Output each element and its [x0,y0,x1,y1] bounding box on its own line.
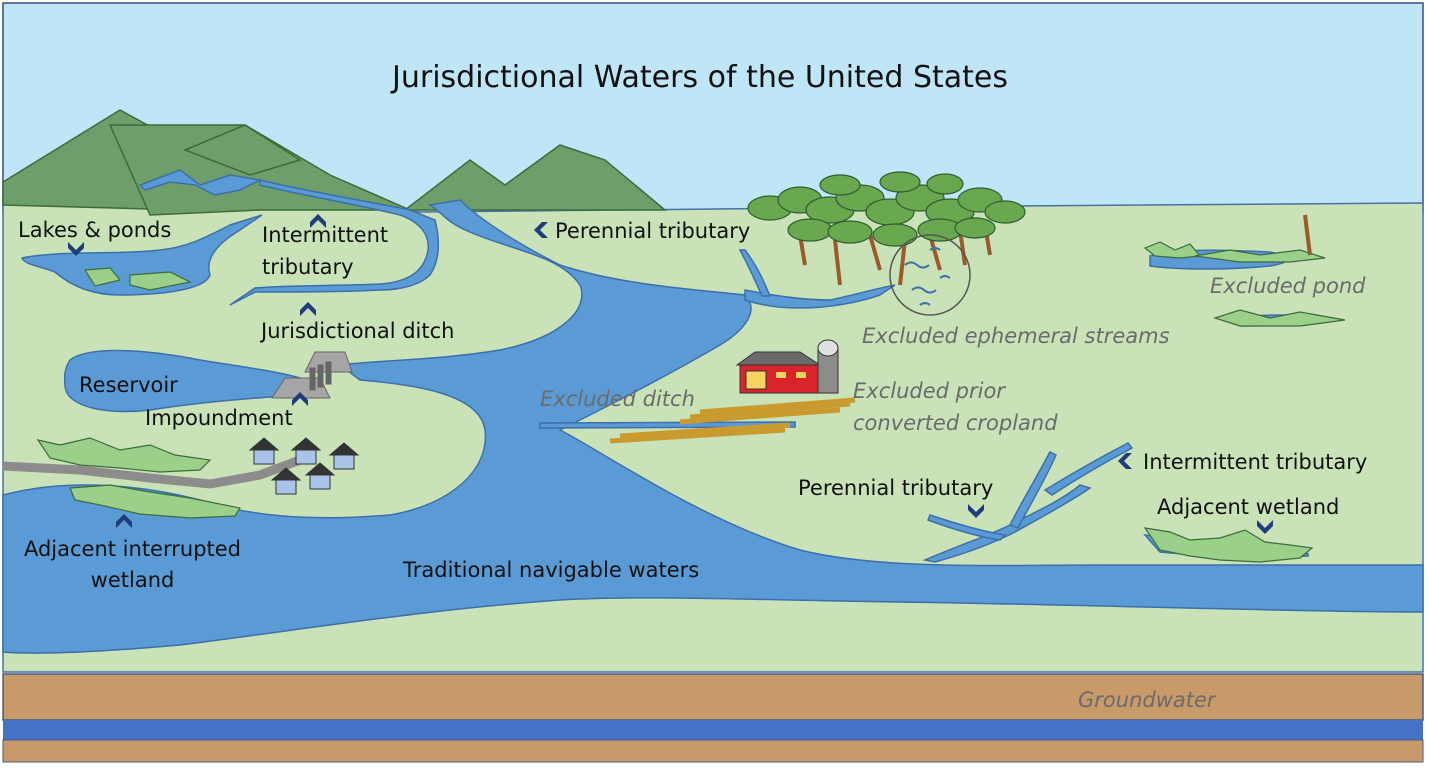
label-excluded-pond: Excluded pond [1210,274,1366,298]
label-excluded-ephemeral-streams: Excluded ephemeral streams [862,324,1170,348]
wetland-pond-2 [1194,249,1326,263]
label-intermittent-left-line1: Intermittent [262,223,389,247]
arrow-intermittent-right [1118,453,1132,469]
wetland-right [1143,527,1314,563]
road [2,455,302,489]
arrow-markers [68,214,1273,534]
label-jurisdictional-ditch: Jurisdictional ditch [261,319,455,343]
arrow-perennial-top [534,222,548,238]
arrow-perennial-right [968,504,984,518]
label-excluded-ditch: Excluded ditch [540,387,695,411]
wetlands [36,241,1346,563]
mountain-back [182,124,302,176]
arrow-jurisdictional-ditch [300,302,316,316]
ephemeral-streams-callout [889,234,971,316]
tree-canopy [747,171,1026,247]
house-1 [248,437,280,465]
label-impoundment: Impoundment [145,406,293,430]
label-groundwater: Groundwater [1078,688,1216,712]
wetland-pond-3 [1213,309,1346,327]
arrow-adjacent-wetland [1257,520,1273,534]
soil-layer-top [2,673,1424,721]
label-excluded-prior-line1: Excluded prior [853,379,1005,403]
intermittent-tributary-left [229,179,440,306]
ephemeral-branch [738,249,772,297]
navigable-waters [2,199,1424,654]
label-adjacent-interrupted-line1: Adjacent interrupted [23,537,242,561]
arrow-adjacent-interrupted [116,514,132,528]
label-adjacent-wetland: Adjacent wetland [1157,495,1340,519]
diagram-title: Jurisdictional Waters of the United Stat… [392,60,1008,95]
dam-pillar-2 [317,364,324,388]
intermittent-tributary-right [1043,442,1134,496]
barn-window-2 [796,372,806,378]
aquifer-layer [3,720,1423,740]
mountain-right [402,144,668,211]
reservoir [63,349,301,413]
mountain-streams [138,169,263,196]
houses [248,437,360,495]
barn-window-1 [776,372,786,378]
barn-and-cropland [609,339,856,444]
label-perennial-tributary-top: Perennial tributary [555,219,751,243]
arrow-lakes [68,242,84,256]
house-4 [270,467,302,495]
label-perennial-tributary-right: Perennial tributary [798,476,994,500]
dam-pillar-3 [325,361,332,385]
lake [20,214,263,296]
house-2 [290,437,322,465]
wetland-lake-1 [83,267,122,287]
wetland-pond-1 [1143,241,1202,259]
label-lakes-ponds: Lakes & ponds [18,218,172,242]
tributary-branch-b [927,514,1007,541]
trees [747,171,1312,286]
cropland-rows [609,397,856,444]
tributary-branch-a [1008,451,1057,529]
barn-door [745,370,767,390]
label-traditional-navigable-waters: Traditional navigable waters [403,558,700,582]
arrow-intermittent-left [310,214,326,228]
label-adjacent-interrupted-line2: wetland [90,568,175,592]
silo-dome [817,339,839,357]
tree-trunks [798,214,1312,286]
dam-pillar-1 [309,367,316,391]
house-5 [304,462,336,490]
perennial-tributary-upper [744,284,896,309]
label-excluded-prior-line2: converted cropland [853,411,1058,435]
wetland-lake-2 [129,271,192,291]
soil-layer-bottom [2,739,1424,763]
wetland-left-1 [36,437,212,473]
house-3 [328,442,360,470]
label-reservoir: Reservoir [79,373,178,397]
label-intermittent-tributary-right: Intermittent tributary [1143,450,1368,474]
label-intermittent-left-line2: tributary [262,255,354,279]
wetland-left-2 [69,484,241,519]
dam [271,351,353,399]
arrow-impoundment [292,392,308,406]
